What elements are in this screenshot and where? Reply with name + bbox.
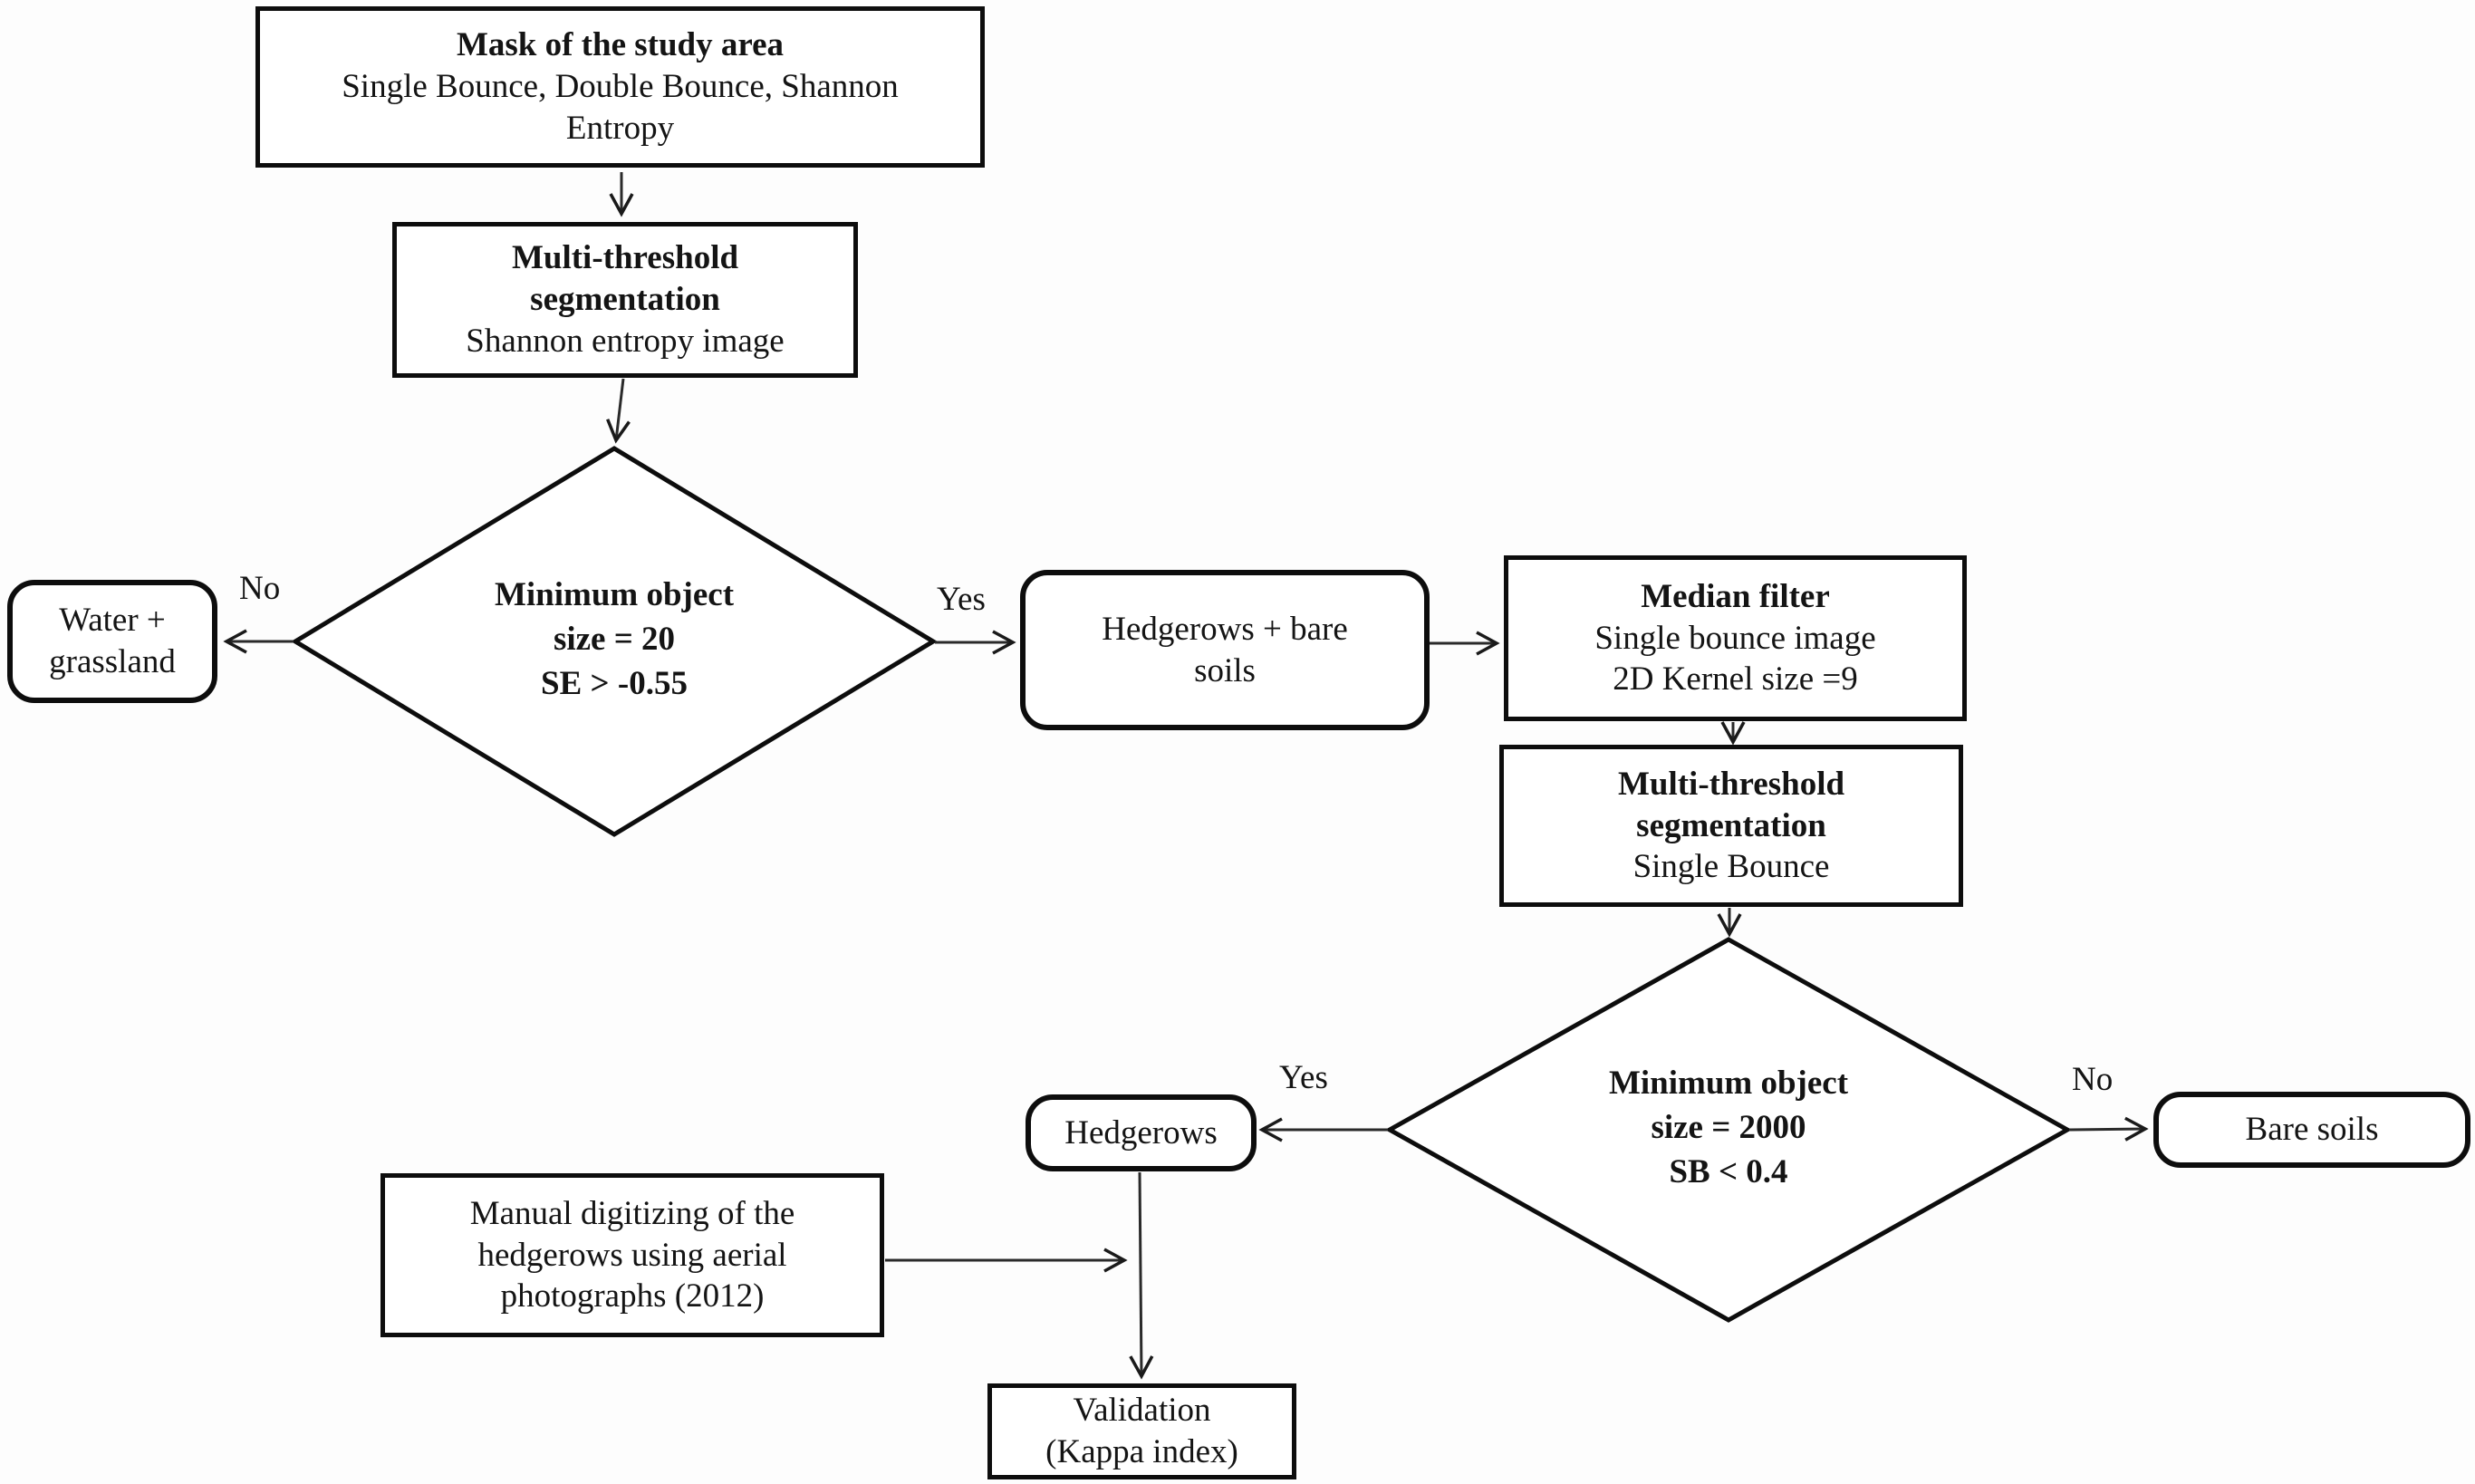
node-manual-label: Manual digitizing of the hedgerows using… bbox=[469, 1194, 795, 1315]
label-decision2-no: No bbox=[2072, 1061, 2114, 1098]
node-manual-digitizing: Manual digitizing of the hedgerows using… bbox=[380, 1173, 884, 1337]
node-mask-title: Mask of the study area bbox=[456, 26, 785, 64]
decision1-text: Minimum object size = 20 SE > -0.55 bbox=[433, 573, 795, 706]
node-median-filter: Median filter Single bounce image 2D Ker… bbox=[1504, 555, 1967, 721]
node-validation: Validation (Kappa index) bbox=[987, 1383, 1296, 1479]
node-multithreshold-seg-1: Multi-threshold segmentation Shannon ent… bbox=[392, 222, 858, 378]
node-hedgebare-label: Hedgerows + bare soils bbox=[1102, 610, 1348, 689]
decision2-line1: Minimum object bbox=[1608, 1065, 1849, 1102]
label-decision1-yes: Yes bbox=[937, 581, 986, 618]
node-validation-line1: Validation bbox=[1073, 1392, 1211, 1430]
decision1-line1: Minimum object bbox=[494, 576, 735, 613]
decision1-line2: size = 20 bbox=[553, 620, 676, 658]
arrow-seg1-to-decision1 bbox=[606, 378, 631, 444]
node-validation-line2: (Kappa index) bbox=[1045, 1433, 1238, 1470]
decision-diamond-2 bbox=[1384, 937, 2073, 1323]
node-mask-study-area: Mask of the study area Single Bounce, Do… bbox=[255, 6, 985, 168]
node-bare-soils: Bare soils bbox=[2153, 1092, 2470, 1168]
node-median-title: Median filter bbox=[1641, 577, 1830, 615]
node-median-line2: Single bounce image bbox=[1594, 619, 1876, 657]
node-median-line3: 2D Kernel size =9 bbox=[1613, 660, 1858, 699]
label-decision2-yes: Yes bbox=[1279, 1059, 1328, 1096]
decision-diamond-1 bbox=[291, 446, 938, 837]
label-decision1-no: No bbox=[239, 570, 281, 607]
node-hedgerows: Hedgerows bbox=[1026, 1094, 1257, 1171]
node-mask-subtitle: Single Bounce, Double Bounce, Shannon En… bbox=[342, 68, 899, 147]
arrow-hedgerows-to-validation bbox=[1129, 1171, 1154, 1380]
node-water-grassland: Water + grassland bbox=[7, 580, 217, 703]
node-baresoils-label: Bare soils bbox=[2245, 1111, 2379, 1149]
node-water-label: Water + grassland bbox=[49, 602, 176, 680]
node-hedgerows-label: Hedgerows bbox=[1064, 1113, 1218, 1152]
decision2-line2: size = 2000 bbox=[1651, 1108, 1806, 1146]
decision2-text: Minimum object size = 2000 SB < 0.4 bbox=[1547, 1062, 1910, 1194]
decision2-line3: SB < 0.4 bbox=[1669, 1152, 1788, 1190]
node-hedgerows-bare-soils: Hedgerows + bare soils bbox=[1020, 570, 1430, 730]
node-seg2-title: Multi-threshold segmentation bbox=[1617, 765, 1845, 844]
node-multithreshold-seg-2: Multi-threshold segmentation Single Boun… bbox=[1499, 745, 1963, 907]
arrow-decision2-no-to-baresoils bbox=[2068, 1116, 2149, 1142]
node-seg1-title: Multi-threshold segmentation bbox=[511, 239, 739, 319]
node-seg2-subtitle: Single Bounce bbox=[1632, 848, 1830, 886]
decision1-line3: SE > -0.55 bbox=[541, 664, 688, 702]
node-seg1-subtitle: Shannon entropy image bbox=[466, 322, 785, 360]
